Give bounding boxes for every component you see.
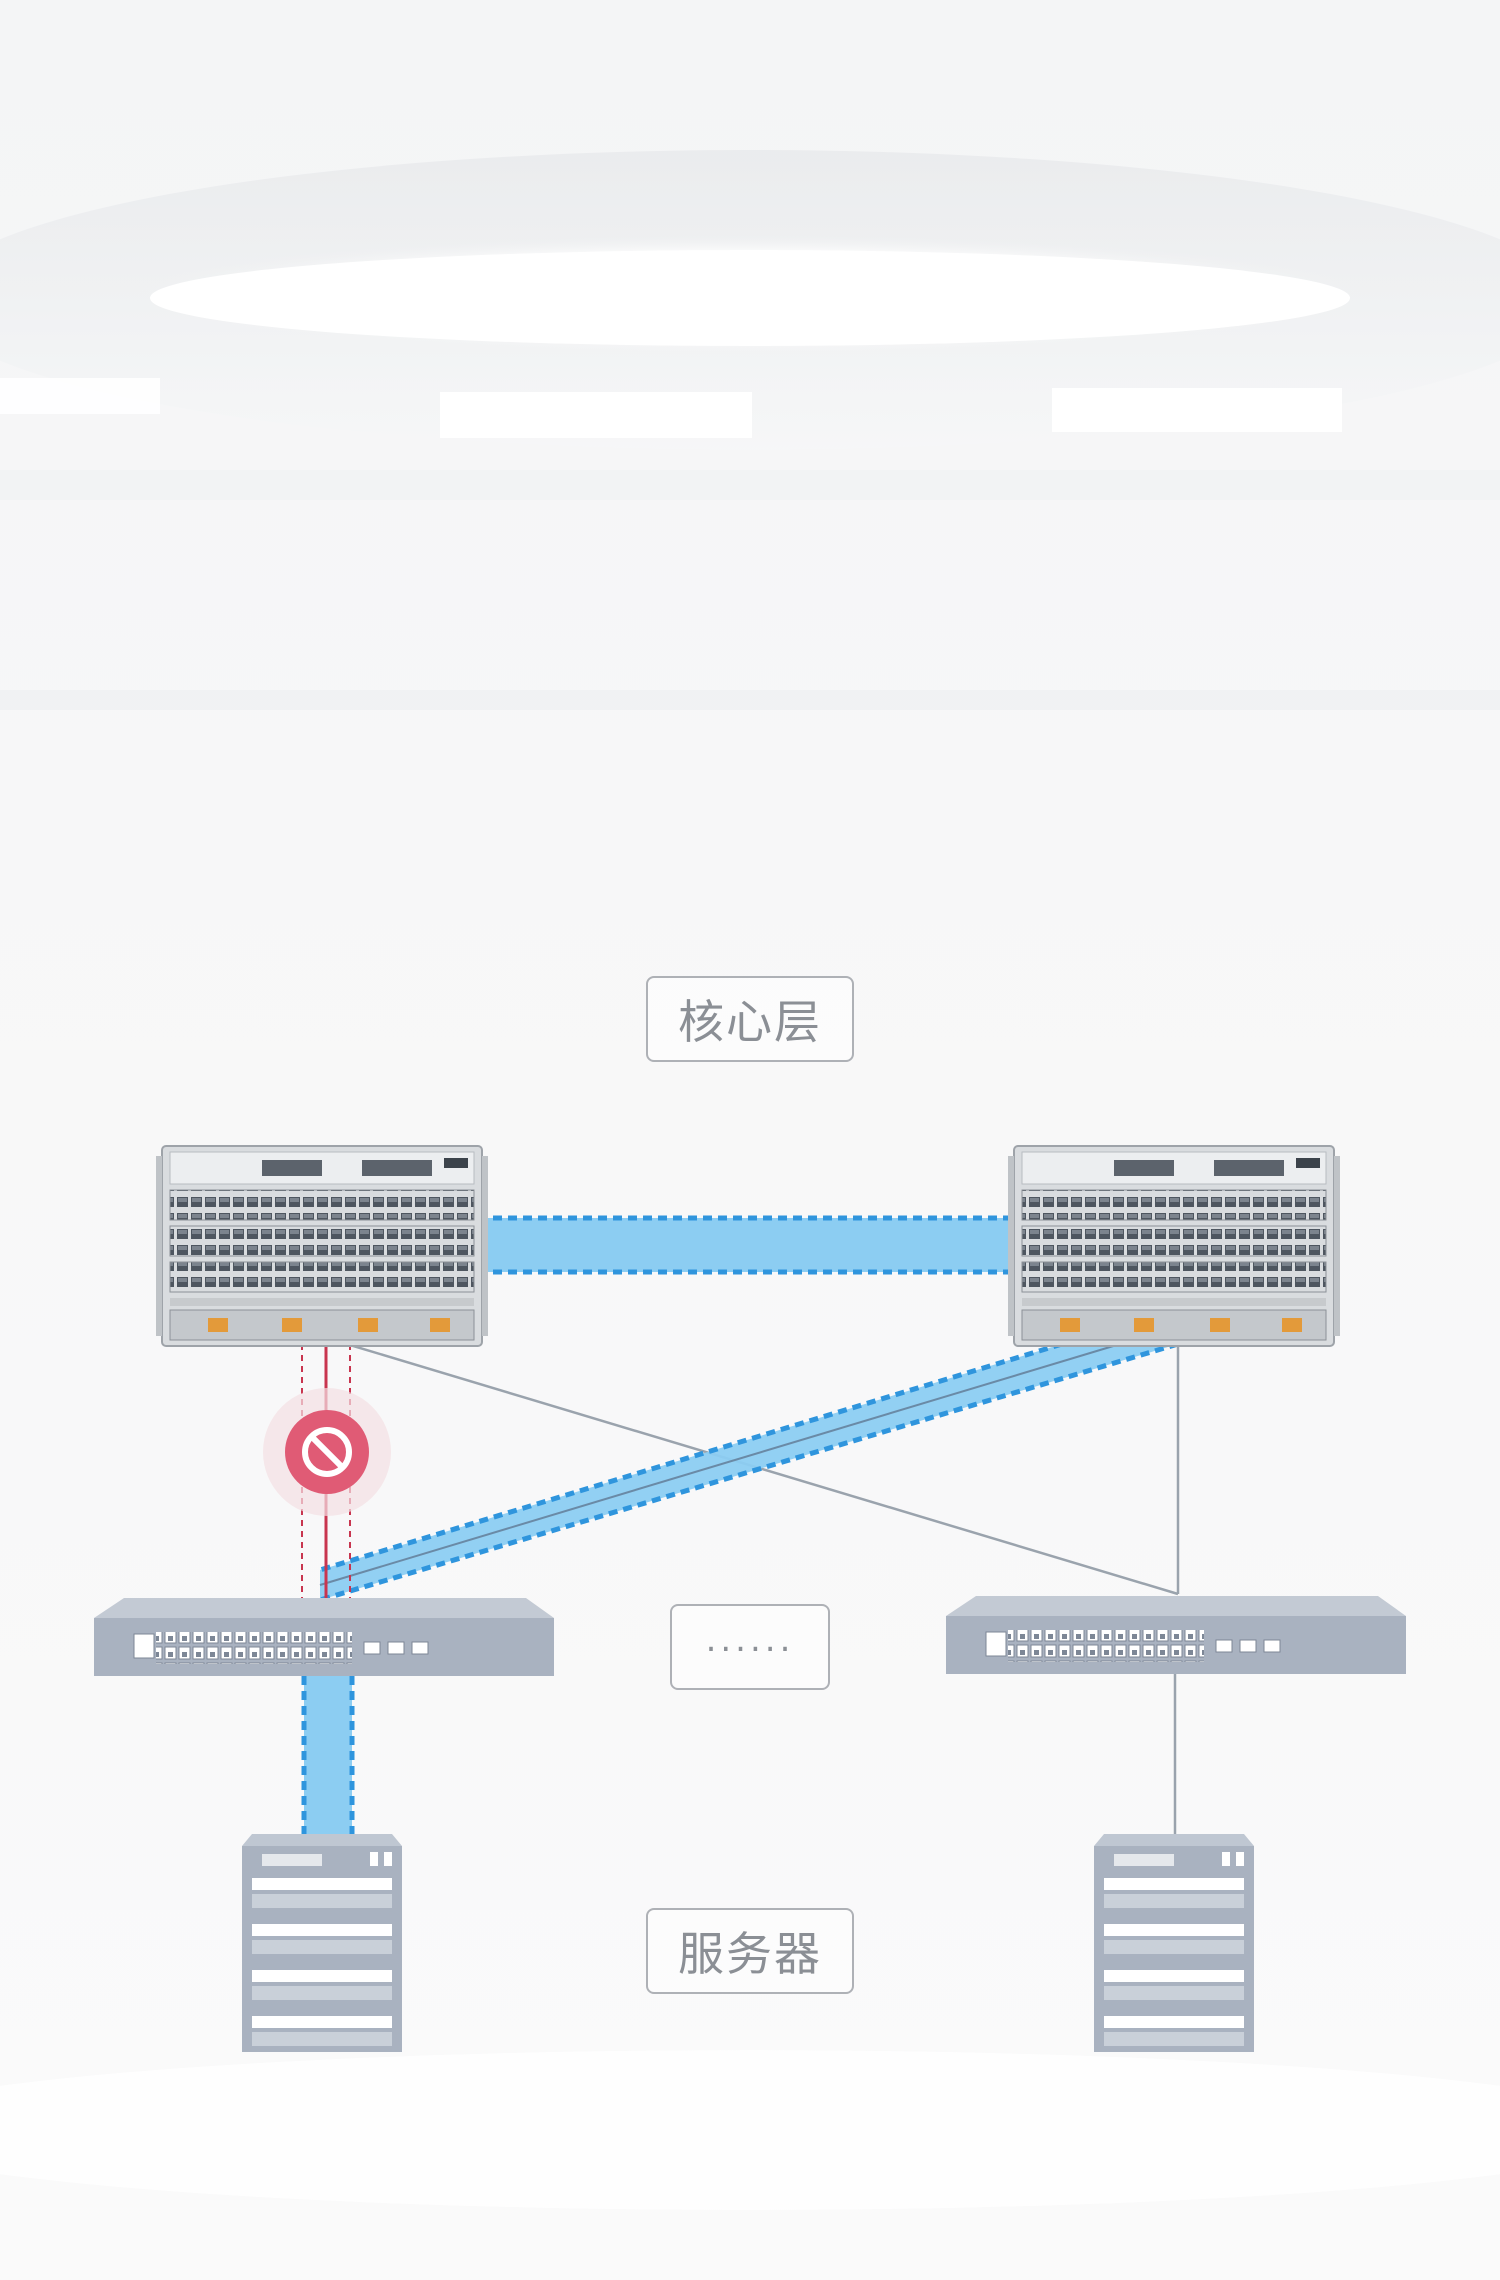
core-layer-label: 核心层 [646, 976, 854, 1062]
server-1 [242, 1834, 402, 2052]
servers-label: 服务器 [646, 1908, 854, 1994]
core-switch-2 [1008, 1145, 1340, 1347]
server-2 [1094, 1834, 1254, 2052]
core-switch-1 [156, 1145, 488, 1347]
access-switch-2 [946, 1596, 1406, 1674]
aggregated-link-access1-to-server1 [301, 1676, 355, 1836]
aggregated-link-core2-to-access1 [319, 1341, 1179, 1603]
access-switch-1 [94, 1598, 554, 1676]
aggregated-link-core-to-core [478, 1215, 1018, 1275]
more-switches-ellipsis: ...... [670, 1604, 830, 1690]
no-entry-icon [263, 1388, 391, 1516]
